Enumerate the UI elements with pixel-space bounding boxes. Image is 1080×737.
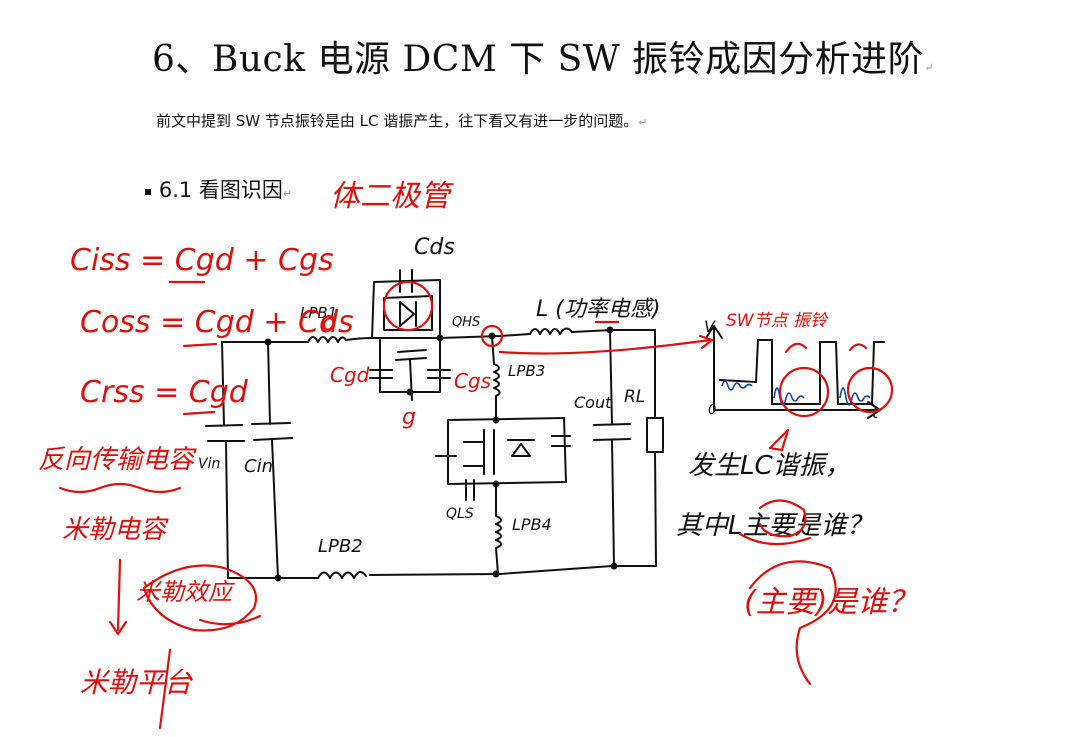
note-coss: Coss = Cgd + Cds [80,305,354,340]
label-origin: 0 [708,403,716,418]
label-cin: Cin [244,456,273,477]
label-g: g [402,405,416,430]
qhs-mosfet [369,269,451,401]
label-cgs: Cgs [454,369,491,393]
note-sw-ring: SW节点 振铃 [726,311,829,331]
label-cgd: Cgd [330,363,370,387]
lpb3-inductor [493,363,501,397]
note-crss: Crss = Cgd [80,375,249,410]
page-title: 6、Buck 电源 DCM 下 SW 振铃成因分析进阶↵ [152,39,934,80]
label-d: d [322,311,337,336]
cout-capacitor [593,423,631,441]
label-l-main: L (功率电感) [536,297,660,322]
circuit-labels: Cds LPB1 QHS L (功率电感) LPB3 Cout RL Vin C… [198,235,879,557]
lpb1-inductor [307,336,347,343]
label-qls: QLS [446,506,474,522]
cin-capacitor [251,422,293,441]
lpb2-inductor [317,571,367,579]
note-ciss: Ciss = Cgd + Cgs [70,243,334,278]
note-main-who: (主要)是谁？ [744,585,917,620]
label-cds: Cds [414,235,455,260]
label-qhs: QHS [452,315,480,330]
label-vin: Vin [198,456,220,472]
note-miller-plateau: 米勒平台 [80,666,193,699]
note-lc-resonance: 发生LC谐振， [688,451,851,481]
section-heading: ▪ 6.1 看图识因↵ [144,178,293,202]
bullet: ▪ [144,184,153,198]
label-lpb3: LPB3 [508,362,545,380]
label-lpb4: LPB4 [512,515,552,534]
note-miller-cap: 米勒电容 [62,515,169,545]
intro-paragraph: 前文中提到 SW 节点振铃是由 LC 谐振产生，往下看又有进一步的问题。↵ [156,112,648,130]
label-rl: RL [624,387,645,407]
vin-capacitor [205,424,245,442]
rl-resistor [646,417,664,453]
note-which-l: 其中L主要是谁？ [676,511,873,541]
label-cout: Cout [574,393,612,412]
red-annotations: 体二极管 Ciss = Cgd + Cgs Coss = Cgd + Cds C… [38,179,917,730]
note-reverse-cap: 反向传输电容 [38,445,197,475]
label-lpb2: LPB2 [318,536,363,557]
lpb4-inductor [495,515,502,549]
junction-dots [264,326,618,582]
circuit-wires [221,329,657,579]
qls-mosfet [435,417,571,501]
section-title: 6.1 看图识因 [158,178,283,202]
l-main-inductor [529,327,573,335]
note-body-diode: 体二极管 [330,179,454,214]
label-lpb1: LPB1 [300,304,337,322]
